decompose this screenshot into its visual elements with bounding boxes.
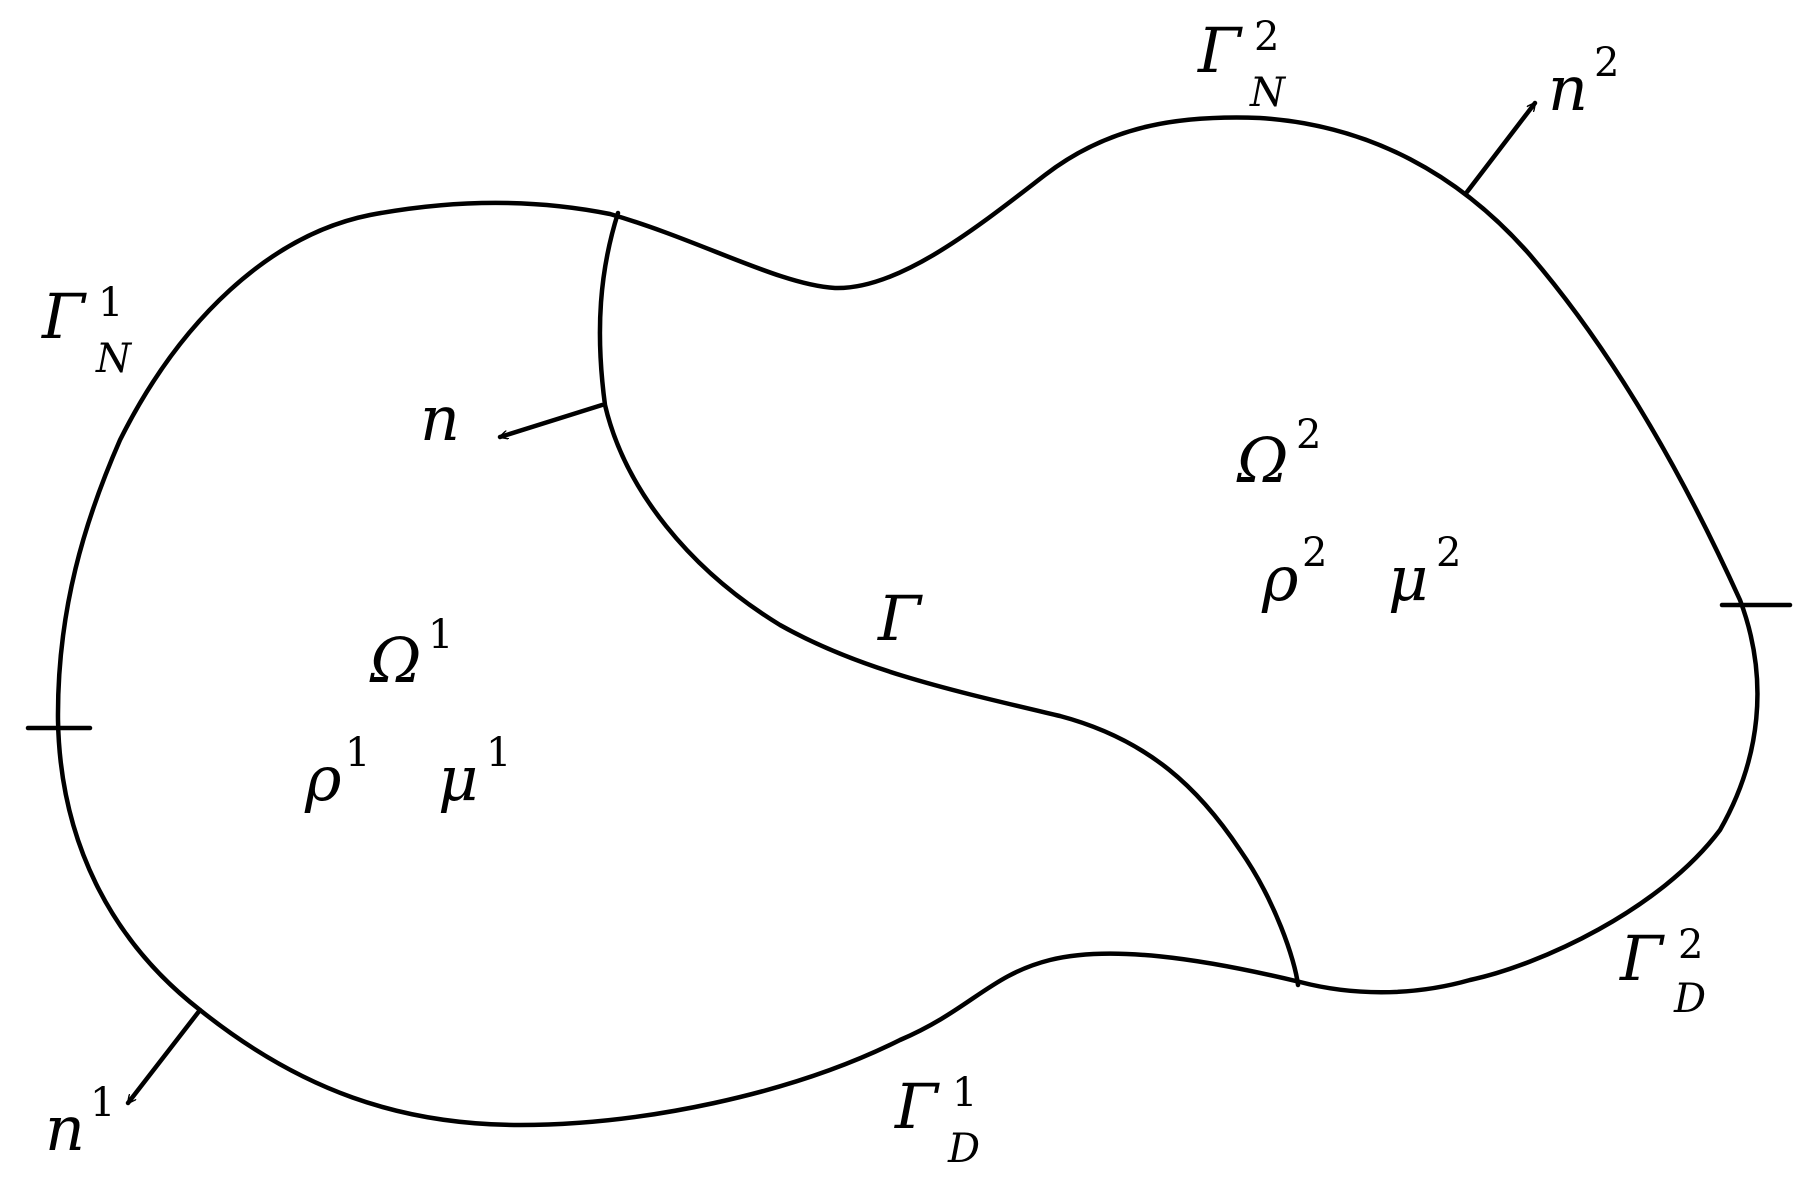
label-gamma-n2-sub: N (1249, 70, 1287, 116)
label-gamma-interface: Γ (877, 582, 923, 655)
label-n2: n (1548, 52, 1588, 125)
label-gamma-n1-sub: N (95, 336, 133, 382)
label-mu2: μ (1388, 542, 1428, 615)
label-omega2: Ω (1236, 424, 1288, 497)
label-gamma-d2: Γ (1619, 922, 1665, 995)
label-gamma-n1-sup: 1 (98, 280, 123, 326)
label-n1: n (45, 1092, 85, 1165)
label-n2-sup: 2 (1594, 40, 1619, 86)
label-gamma-d2-sub: D (1673, 976, 1706, 1022)
label-omega1: Ω (369, 624, 421, 697)
label-gamma-n2: Γ (1197, 14, 1243, 87)
label-mu1-sup: 1 (486, 730, 511, 776)
label-gamma-n1: Γ (41, 280, 87, 353)
label-rho2-sup: 2 (1302, 530, 1327, 576)
label-rho2: ρ (1261, 542, 1298, 615)
label-gamma-d1-sup: 1 (952, 1070, 977, 1116)
label-omega2-sup: 2 (1296, 412, 1321, 458)
interface-curve (597, 210, 1301, 988)
label-gamma-d2-sup: 2 (1678, 922, 1703, 968)
label-omega1-sup: 1 (428, 612, 453, 658)
label-n: n (420, 382, 460, 455)
outer-boundary (55, 115, 1760, 1128)
label-n1-sup: 1 (90, 1080, 115, 1126)
label-mu2-sup: 2 (1436, 530, 1461, 576)
label-rho1: ρ (304, 742, 341, 815)
normal-n1-arrow (125, 1007, 203, 1106)
label-gamma-d1-sub: D (947, 1126, 980, 1172)
label-gamma-d1: Γ (894, 1070, 940, 1143)
label-rho1-sup: 1 (345, 730, 370, 776)
normal-n2-arrow (1464, 100, 1538, 195)
label-mu1: μ (438, 742, 478, 815)
normal-n-arrow (497, 402, 605, 437)
label-gamma-n2-sup: 2 (1254, 14, 1279, 60)
